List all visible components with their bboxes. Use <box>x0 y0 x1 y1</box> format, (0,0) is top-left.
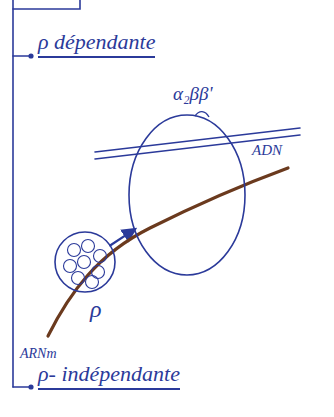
branch-dot <box>29 54 33 58</box>
heading-label: ρ dépendante <box>38 30 155 58</box>
subunit-circle <box>78 256 91 269</box>
box-fragment <box>13 0 80 9</box>
branch-line <box>13 386 30 388</box>
polymerase-blob: α₂ββ' <box>125 70 255 280</box>
rho-blob: ρ <box>52 230 118 330</box>
bracket-line <box>12 0 14 387</box>
rho-label: ρ <box>90 296 102 322</box>
subunit-label: α₂ββ' <box>173 84 213 105</box>
subunit-circle <box>94 250 107 263</box>
branch-dot <box>29 385 33 389</box>
dna-label: ADN <box>252 142 282 159</box>
subunit-circle <box>68 244 81 257</box>
subunit-circle <box>82 240 95 253</box>
branch-line <box>13 55 30 57</box>
heading-label: ρ- indépendante <box>38 362 180 390</box>
subunit-circle <box>86 276 99 289</box>
blob-outline <box>52 230 118 330</box>
rho-outline <box>55 232 115 292</box>
mrna-label: ARNm <box>20 346 57 361</box>
polymerase-outline <box>129 115 245 275</box>
subunit-circle <box>72 272 85 285</box>
blob-notch <box>195 112 209 117</box>
mrna-strand <box>48 168 288 336</box>
dna-strand <box>95 135 300 159</box>
subunit-circle <box>92 266 105 279</box>
subunit-circle <box>64 260 77 273</box>
